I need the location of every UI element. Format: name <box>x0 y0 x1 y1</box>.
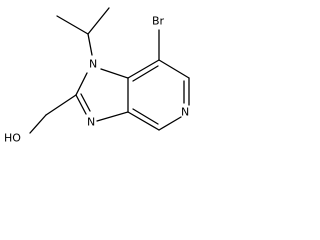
bond-c2-n3 <box>75 94 87 115</box>
bond-isopropyl-ch-c3 <box>87 7 110 35</box>
atom-label-bromine: Br <box>152 15 165 28</box>
bond-c7-c6 <box>158 59 190 79</box>
bond-n1-c7a <box>100 68 129 79</box>
atom-label-n1: N <box>89 58 97 71</box>
bond-c2-n3-double <box>80 93 91 112</box>
bond-n3-c3a <box>96 111 129 122</box>
bond-c4-c3a <box>127 111 160 131</box>
bond-c4-c3a-double <box>132 108 159 125</box>
atom-label-hydroxyl: HO <box>4 132 21 145</box>
bond-c7a-c7-double <box>132 65 159 82</box>
bond-c2-ch2 <box>45 94 77 116</box>
bond-isopropyl-c1-ch <box>56 15 89 35</box>
bond-n5-c4 <box>158 116 182 131</box>
structure-canvas: Br N N N HO <box>0 0 216 147</box>
molecule-structure: Br N N N HO <box>4 7 190 145</box>
atom-label-n5: N <box>181 106 189 119</box>
bond-c7a-c7 <box>127 59 160 79</box>
bond-n1-c2 <box>75 72 88 96</box>
atom-label-n3: N <box>87 116 95 129</box>
bond-ch-n1 <box>87 33 93 56</box>
bond-ch2-oh <box>29 114 47 134</box>
